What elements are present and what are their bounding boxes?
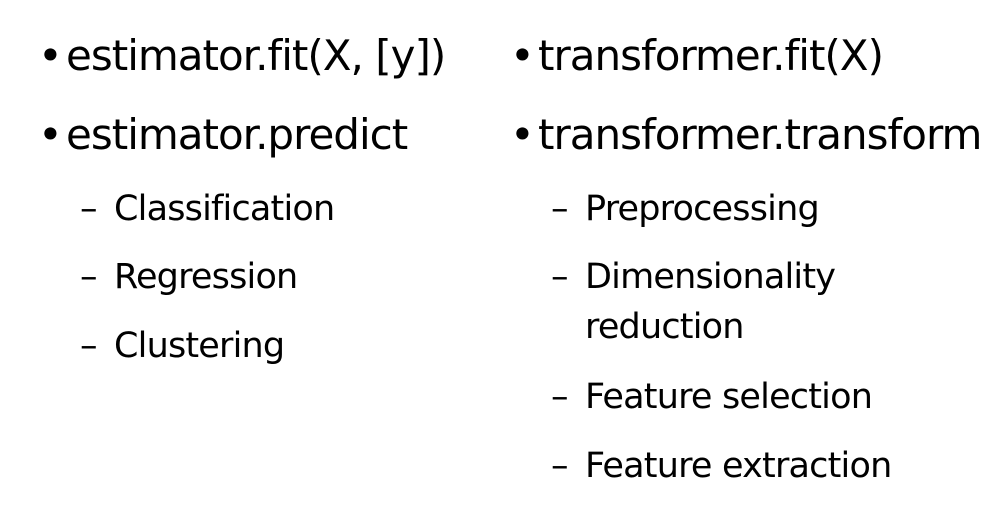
- bullet-dot-icon: •: [510, 31, 535, 80]
- sub-item-text: Clustering: [114, 326, 285, 366]
- dash-icon: –: [551, 257, 569, 297]
- dash-icon: –: [80, 326, 98, 366]
- bullet-text: transformer.fit(X): [538, 31, 884, 80]
- bullet-dot-icon: •: [38, 110, 63, 159]
- bullet-text: estimator.fit(X, [y]): [66, 31, 446, 80]
- sub-item-text: Classification: [114, 189, 335, 229]
- bullet-dot-icon: •: [510, 110, 535, 159]
- sub-item-text: Regression: [114, 257, 298, 297]
- bullet-dot-icon: •: [38, 31, 63, 80]
- bullet-text: transformer.transform: [538, 110, 982, 159]
- dash-icon: –: [551, 377, 569, 417]
- dash-icon: –: [80, 257, 98, 297]
- sub-item-text: Feature selection: [585, 377, 873, 417]
- sub-item-text: reduction: [585, 307, 744, 347]
- dash-icon: –: [551, 446, 569, 486]
- bullet-text: estimator.predict: [66, 110, 408, 159]
- dash-icon: –: [80, 189, 98, 229]
- sub-item-text: Feature extraction: [585, 446, 892, 486]
- sub-item-text: Preprocessing: [585, 189, 820, 229]
- sub-item-text: Dimensionality: [585, 257, 836, 297]
- dash-icon: –: [551, 189, 569, 229]
